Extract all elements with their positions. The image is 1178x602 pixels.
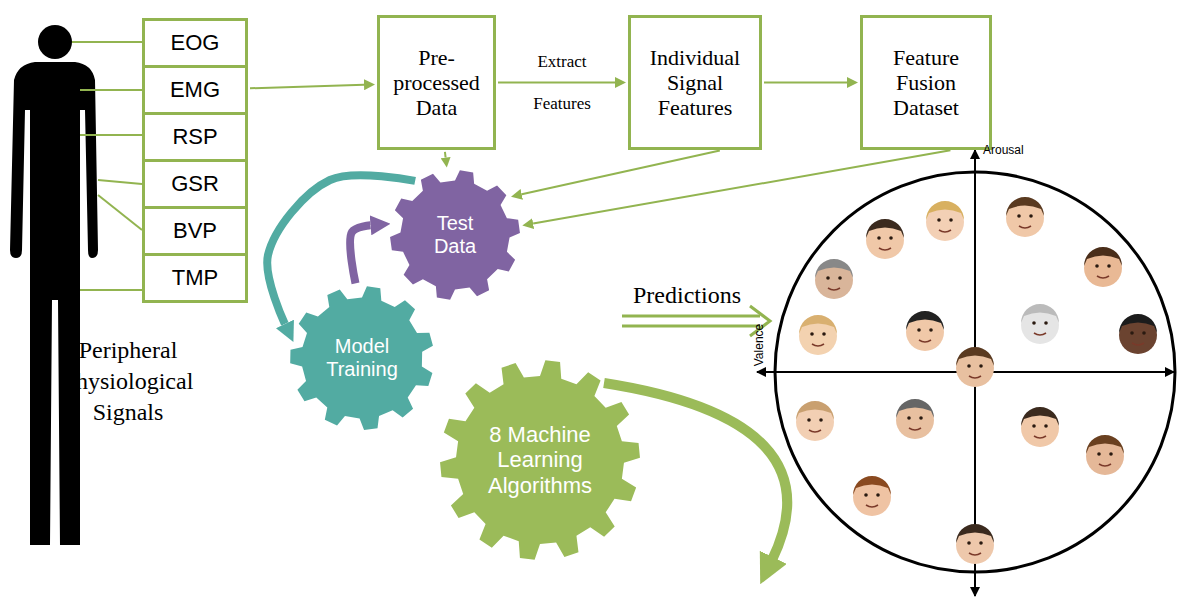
sensor-lead: [98, 180, 142, 184]
face-picture: [853, 476, 891, 516]
connector-arrow: [764, 82, 847, 84]
face-picture: [896, 399, 934, 439]
connector-arrow: [350, 225, 370, 283]
face-picture: [1021, 304, 1059, 344]
gear-label: 8 Machine Learning Algorithms: [465, 422, 615, 498]
face-picture: [956, 347, 994, 387]
sensor-lead: [98, 195, 142, 230]
group-label: Peripheral Physiological Signals: [40, 335, 216, 429]
face-picture: [1021, 407, 1059, 447]
box-label: Feature Fusion Dataset: [868, 45, 984, 121]
gear-label: Model Training: [310, 335, 414, 381]
gear-outline: [390, 170, 520, 300]
signal-box: TMP: [142, 253, 248, 303]
signal-box: EMG: [142, 65, 248, 115]
signal-box: GSR: [142, 159, 248, 209]
face-picture: [815, 259, 853, 299]
process-box: Pre-processed Data: [377, 15, 496, 150]
box-label: GSR: [171, 171, 219, 196]
box-label: Pre-processed Data: [385, 45, 488, 121]
gear-node: Test Data: [390, 170, 520, 300]
signal-box: EOG: [142, 18, 248, 68]
gear-outline: [290, 286, 433, 430]
signal-box: RSP: [142, 112, 248, 162]
box-label: Individual Signal Features: [636, 45, 754, 121]
gear-outline: [440, 360, 640, 560]
process-box: Individual Signal Features: [628, 15, 762, 150]
sensor-lead: [80, 134, 142, 136]
axis-label: Valence: [752, 324, 768, 366]
axis-label: Arousal: [983, 143, 1024, 159]
arrow-line: [622, 325, 760, 328]
arrow-label: Predictions: [612, 280, 762, 311]
face-picture: [1006, 197, 1044, 237]
edge-label: Extract Features: [512, 41, 612, 125]
face-picture: [866, 219, 904, 259]
sensor-lead: [80, 89, 142, 91]
face-picture: [926, 201, 964, 241]
box-label: RSP: [172, 124, 217, 149]
box-label: TMP: [172, 265, 218, 290]
process-box: Feature Fusion Dataset: [860, 15, 992, 150]
connector-arrow: [522, 150, 720, 194]
predictions-arrow: [622, 306, 770, 336]
face-picture: [796, 401, 834, 441]
connector-arrow: [498, 82, 615, 84]
face-picture: [1119, 314, 1157, 354]
person-silhouette: [10, 25, 98, 545]
arrow-line: [622, 315, 760, 318]
sensor-leads: [72, 42, 142, 290]
box-label: EMG: [170, 77, 220, 102]
gear-node: 8 Machine Learning Algorithms: [440, 360, 640, 560]
circumplex-model: [757, 150, 1175, 596]
face-picture: [906, 311, 944, 351]
cycle-arrow: [604, 383, 787, 560]
sensor-lead: [72, 41, 142, 43]
connector-arrow: [533, 150, 950, 223]
connector-arrow: [444, 152, 447, 158]
face-picture: [1086, 435, 1124, 475]
gear-node: Model Training: [290, 286, 434, 430]
gear-label: Test Data: [413, 212, 497, 258]
face-picture: [1084, 247, 1122, 287]
connector-arrow: [250, 85, 364, 89]
face-picture: [956, 524, 994, 564]
face-picture: [799, 315, 837, 355]
person-head: [38, 25, 72, 59]
signal-box: BVP: [142, 206, 248, 256]
box-label: BVP: [173, 218, 217, 243]
sensor-lead: [80, 289, 142, 291]
box-label: EOG: [171, 30, 220, 55]
